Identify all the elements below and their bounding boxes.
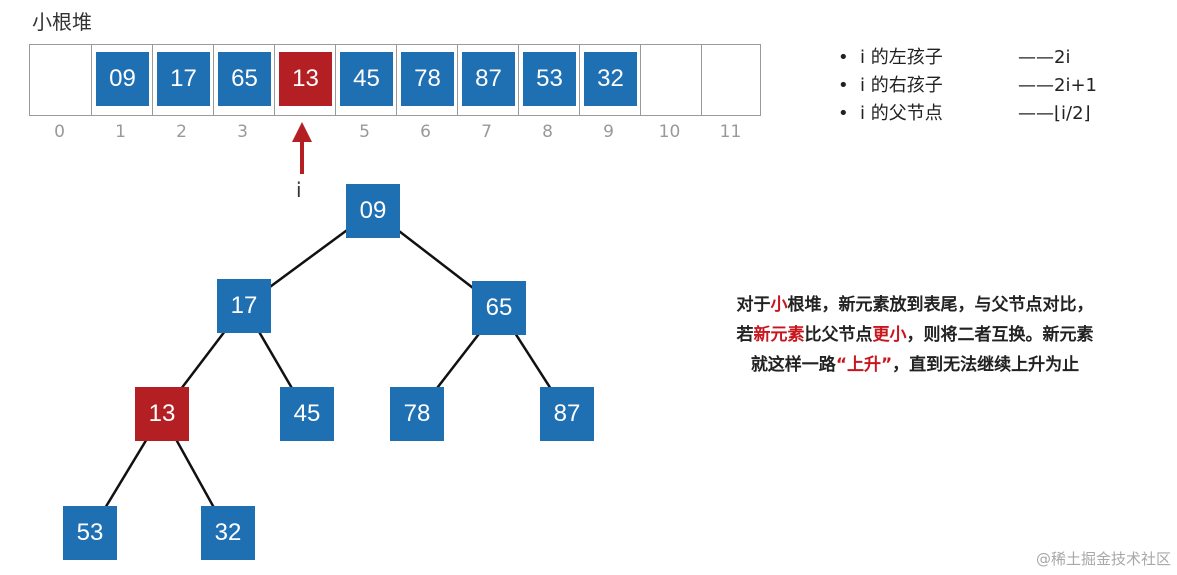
array-cell: 17	[152, 45, 213, 115]
description-line-2: 若新元素比父节点更小，则将二者互换。新元素	[680, 320, 1150, 350]
description-segment: ，则将二者互换。新元素	[906, 325, 1094, 345]
credit-watermark: @稀土掘金技术社区	[1035, 550, 1171, 568]
array-value: 78	[401, 52, 454, 106]
array-value: 45	[340, 52, 393, 106]
tree-node: 87	[540, 387, 594, 441]
array-index-label: 7	[481, 122, 492, 142]
description-highlight: 更小	[872, 325, 907, 345]
array-cell: 78	[396, 45, 457, 115]
array-value: 32	[584, 52, 637, 106]
array-value: 87	[462, 52, 515, 106]
array-index-label: 2	[176, 122, 187, 142]
tree-node: 78	[390, 387, 444, 441]
tree-node: 53	[63, 506, 117, 560]
description-segment: 就这样一路	[750, 355, 836, 375]
legend-formula: ——2i+1	[1018, 75, 1097, 96]
array-cell: 65	[213, 45, 274, 115]
tree-node: 17	[217, 279, 271, 333]
array-index-label: 1	[115, 122, 126, 142]
description-highlight: 小	[770, 295, 788, 315]
array-index-label: 0	[54, 122, 65, 142]
description-segment: 若	[736, 325, 754, 345]
array-cell: 09	[91, 45, 152, 115]
legend-row: • i 的父节点 ——⌊i/2⌋	[838, 100, 1097, 128]
legend-bullet: •	[838, 75, 849, 96]
legend-label: i 的父节点	[860, 103, 943, 124]
array-index-label: 9	[603, 122, 614, 142]
description-highlight: “上升”	[835, 355, 893, 375]
tree-node: 45	[280, 387, 334, 441]
description-segment: ，直到无法继续上升为止	[892, 355, 1080, 375]
legend-label: i 的左孩子	[860, 47, 943, 68]
tree-node: 13	[135, 387, 189, 441]
description-segment: 比父节点	[804, 325, 873, 345]
pointer-label-i: i	[296, 178, 302, 202]
array-value: 17	[157, 52, 210, 106]
tree-node: 09	[346, 184, 400, 238]
legend-bullet: •	[838, 47, 849, 68]
description-line-3: 就这样一路“上升”，直到无法继续上升为止	[680, 350, 1150, 380]
array-cell: 45	[335, 45, 396, 115]
legend-bullet: •	[838, 103, 849, 124]
index-legend: • i 的左孩子 ——2i • i 的右孩子 ——2i+1 • i 的父节点 ——⌊i/2⌋	[838, 44, 1097, 128]
array-index-label: 3	[237, 122, 248, 142]
array-index-label: 11	[719, 122, 742, 142]
array-value: 09	[96, 52, 149, 106]
array-index-label: 6	[420, 122, 431, 142]
array-cell: 13	[274, 45, 335, 115]
tree-node: 32	[201, 506, 255, 560]
legend-formula: ——2i	[1018, 47, 1071, 68]
description-line-1: 对于小根堆，新元素放到表尾，与父节点对比，	[680, 290, 1150, 320]
legend-formula: ——⌊i/2⌋	[1018, 103, 1091, 124]
description-text: 对于小根堆，新元素放到表尾，与父节点对比， 若新元素比父节点更小，则将二者互换。…	[680, 290, 1150, 380]
array-index-label: 10	[658, 122, 681, 142]
legend-row: • i 的右孩子 ——2i+1	[838, 72, 1097, 100]
legend-row: • i 的左孩子 ——2i	[838, 44, 1097, 72]
array-cell	[701, 45, 762, 115]
description-highlight: 新元素	[753, 325, 805, 345]
description-segment: 根堆，新元素放到表尾，与父节点对比，	[787, 295, 1094, 315]
tree-node: 65	[472, 281, 526, 335]
page-title: 小根堆	[32, 10, 92, 34]
array-value: 13	[279, 52, 332, 106]
array-value: 65	[218, 52, 271, 106]
array-value: 53	[523, 52, 576, 106]
array-cell: 87	[457, 45, 518, 115]
array-index-label: 5	[359, 122, 370, 142]
description-segment: 对于	[736, 295, 771, 315]
array-cell	[640, 45, 701, 115]
array-cell: 53	[518, 45, 579, 115]
pointer-arrow-head	[292, 122, 312, 142]
legend-label: i 的右孩子	[860, 75, 943, 96]
array-index-label: 8	[542, 122, 553, 142]
array-cell: 32	[579, 45, 640, 115]
